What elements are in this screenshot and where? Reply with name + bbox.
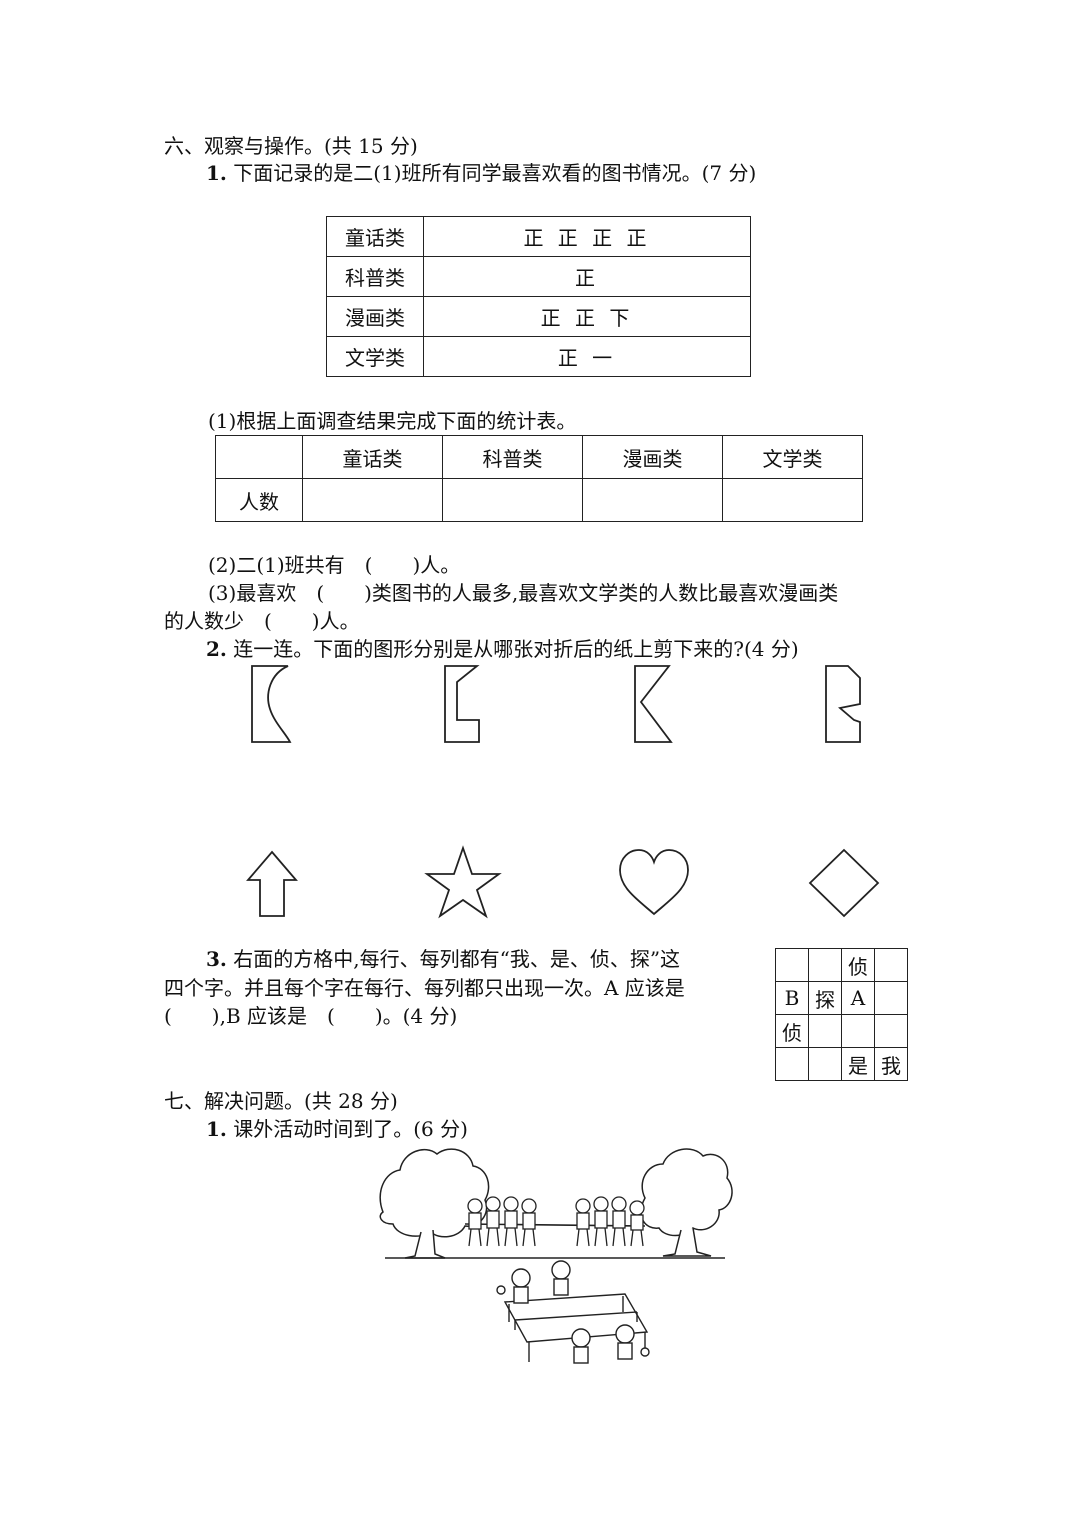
grid-cell: 是 — [841, 1047, 875, 1081]
tally-row: 科普类 正 — [326, 256, 751, 297]
tally-label: 文学类 — [326, 336, 424, 377]
arrow-icon — [246, 850, 298, 917]
q3-text-2: 四个字。并且每个字在每行、每列都只出现一次。A 应该是 — [164, 976, 685, 1000]
half-curve-icon — [251, 665, 292, 743]
tally-table: 童话类 正 正 正 正 科普类 正 漫画类 正 正 下 文学类 正 一 — [326, 216, 751, 377]
stat-answer-cell[interactable] — [722, 478, 863, 522]
grid-row: 侦 — [775, 948, 908, 982]
q2-number: 2. — [206, 637, 227, 661]
star-icon — [424, 845, 502, 919]
tally-row: 童话类 正 正 正 正 — [326, 216, 751, 257]
tally-label: 漫画类 — [326, 296, 424, 337]
tally-label: 童话类 — [326, 216, 424, 257]
stat-header-row: 童话类 科普类 漫画类 文学类 — [215, 435, 863, 479]
tally-marks: 正 一 — [423, 336, 751, 377]
q1-sub1: (1)根据上面调查结果完成下面的统计表。 — [208, 409, 577, 433]
stat-answer-cell[interactable] — [302, 478, 443, 522]
grid-cell — [874, 948, 908, 982]
grid-cell — [775, 1047, 809, 1081]
q3-line1: 3. 右面的方格中,每行、每列都有“我、是、侦、探”这 — [206, 946, 680, 972]
grid-cell: 侦 — [775, 1014, 809, 1048]
diamond-icon — [808, 848, 880, 918]
q3-text-3: ( ),B 应该是 ( )。(4 分) — [164, 1004, 458, 1028]
tally-marks: 正 — [423, 256, 751, 297]
half-zigzag-icon — [825, 665, 861, 743]
grid-cell: 探 — [808, 981, 842, 1015]
detective-grid: 侦 B 探 A 侦 是 我 — [775, 948, 908, 1081]
section-7-title: 七、解决问题。(共 28 分) — [164, 1089, 398, 1113]
s7-q1-number: 1. — [206, 1117, 227, 1141]
s7-q1-line: 1. 课外活动时间到了。(6 分) — [206, 1116, 468, 1142]
grid-cell: 侦 — [841, 948, 875, 982]
grid-cell — [808, 1014, 842, 1048]
tally-row: 文学类 正 一 — [326, 336, 751, 377]
tally-label: 科普类 — [326, 256, 424, 297]
half-triangle-icon — [634, 665, 673, 743]
tally-marks: 正 正 下 — [423, 296, 751, 337]
grid-row: B 探 A — [775, 981, 908, 1015]
q1-text: 下面记录的是二(1)班所有同学最喜欢看的图书情况。(7 分) — [233, 161, 757, 185]
tug-of-war-and-table-tennis-illustration — [379, 1148, 733, 1364]
q3-text-1: 右面的方格中,每行、每列都有“我、是、侦、探”这 — [233, 947, 681, 971]
grid-cell: A — [841, 981, 875, 1015]
stat-header: 童话类 — [302, 435, 443, 479]
q2-text: 连一连。下面的图形分别是从哪张对折后的纸上剪下来的?(4 分) — [233, 637, 799, 661]
stat-data-row: 人数 — [215, 478, 863, 522]
grid-cell — [874, 1014, 908, 1048]
stat-header-empty — [215, 435, 303, 479]
stat-answer-cell[interactable] — [442, 478, 583, 522]
half-step-icon — [444, 665, 480, 743]
section-6-title: 六、观察与操作。(共 15 分) — [164, 134, 418, 158]
grid-cell — [841, 1014, 875, 1048]
grid-cell — [808, 1047, 842, 1081]
q1-sub3-line1: (3)最喜欢 ( )类图书的人最多,最喜欢文学类的人数比最喜欢漫画类 — [208, 581, 839, 605]
q1-number: 1. — [206, 161, 227, 185]
grid-cell — [808, 948, 842, 982]
grid-cell — [874, 981, 908, 1015]
stat-answer-cell[interactable] — [582, 478, 723, 522]
grid-cell: 我 — [874, 1047, 908, 1081]
stat-row-label: 人数 — [215, 478, 303, 522]
stat-header: 漫画类 — [582, 435, 723, 479]
s7-q1-text: 课外活动时间到了。(6 分) — [233, 1117, 468, 1141]
grid-cell — [775, 948, 809, 982]
stat-header: 科普类 — [442, 435, 583, 479]
grid-cell: B — [775, 981, 809, 1015]
tally-row: 漫画类 正 正 下 — [326, 296, 751, 337]
q1-sub2: (2)二(1)班共有 ( )人。 — [208, 553, 461, 577]
tally-marks: 正 正 正 正 — [423, 216, 751, 257]
stat-table: 童话类 科普类 漫画类 文学类 人数 — [215, 435, 863, 522]
grid-row: 侦 — [775, 1014, 908, 1048]
stat-header: 文学类 — [722, 435, 863, 479]
q2-line: 2. 连一连。下面的图形分别是从哪张对折后的纸上剪下来的?(4 分) — [206, 636, 799, 662]
q3-number: 3. — [206, 947, 227, 971]
q1-line: 1. 下面记录的是二(1)班所有同学最喜欢看的图书情况。(7 分) — [206, 160, 756, 186]
heart-icon — [619, 849, 689, 916]
q1-sub3-line2: 的人数少 ( )人。 — [164, 609, 360, 633]
grid-row: 是 我 — [775, 1047, 908, 1081]
